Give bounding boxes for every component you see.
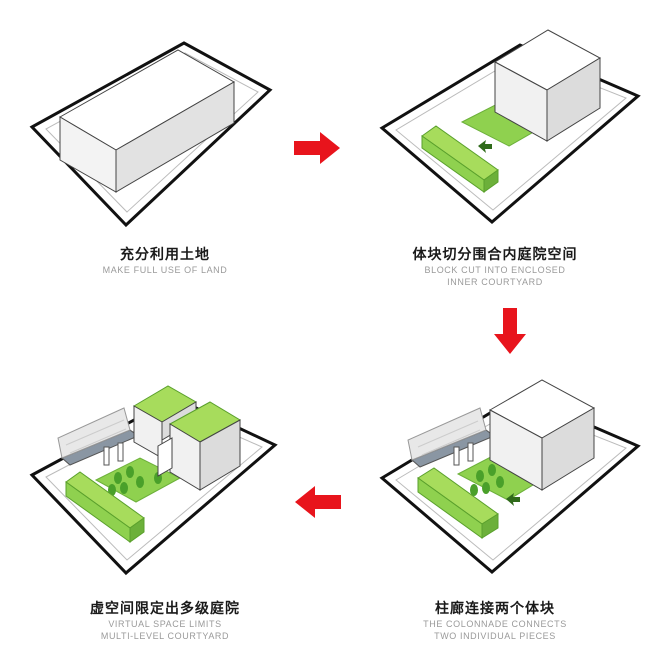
green-bar-side	[481, 513, 499, 539]
colonnade-column	[117, 442, 124, 462]
mass-side	[115, 81, 235, 193]
diagram-colonnade	[379, 379, 641, 574]
caption-title-en: INNER COURTYARD	[447, 277, 543, 287]
tall-block-side	[546, 57, 601, 142]
caption-step-3: 柱廊连接两个体块 THE COLONNADE CONNECTS TWO INDI…	[360, 600, 630, 642]
tree-group	[470, 464, 504, 496]
arrow-down-icon	[494, 308, 526, 354]
site-offset-line	[395, 55, 627, 211]
arrow-inward-icon	[478, 140, 492, 153]
caption-step-4: 虚空间限定出多级庭院 VIRTUAL SPACE LIMITS MULTI-LE…	[30, 600, 300, 642]
caption-title-en: VIRTUAL SPACE LIMITS	[108, 619, 222, 629]
arrow-left-icon	[295, 486, 341, 518]
colonnade-column	[467, 442, 474, 462]
green-bar-side	[129, 517, 145, 543]
caption-title-en: MULTI-LEVEL COURTYARD	[100, 631, 230, 641]
colonnade-column	[453, 446, 460, 466]
diagram-full-site	[29, 41, 273, 228]
caption-step-2: 体块切分围合内庭院空间 BLOCK CUT INTO ENCLOSED INNE…	[360, 246, 630, 288]
caption-title-zh: 柱廊连接两个体块	[435, 601, 555, 617]
front-block-side	[199, 419, 241, 491]
colonnade-column	[103, 446, 110, 466]
void-frame	[157, 437, 173, 477]
caption-title-en: MAKE FULL USE OF LAND	[102, 265, 228, 275]
diagram-multi-level	[29, 385, 278, 576]
arrow-right-icon	[294, 132, 340, 164]
caption-title-zh: 体块切分围合内庭院空间	[412, 247, 578, 263]
tall-block-side	[541, 407, 595, 491]
caption-title-en: THE COLONNADE CONNECTS	[423, 619, 567, 629]
green-bar-side	[483, 169, 499, 193]
caption-step-1: 充分利用土地 MAKE FULL USE OF LAND	[30, 246, 300, 276]
diagram-block-cut	[379, 29, 641, 224]
caption-title-zh: 充分利用土地	[120, 247, 210, 263]
caption-title-zh: 虚空间限定出多级庭院	[90, 601, 240, 617]
arrow-inward-icon	[506, 493, 520, 506]
caption-title-en: BLOCK CUT INTO ENCLOSED	[424, 265, 566, 275]
caption-title-en: TWO INDIVIDUAL PIECES	[434, 631, 556, 641]
